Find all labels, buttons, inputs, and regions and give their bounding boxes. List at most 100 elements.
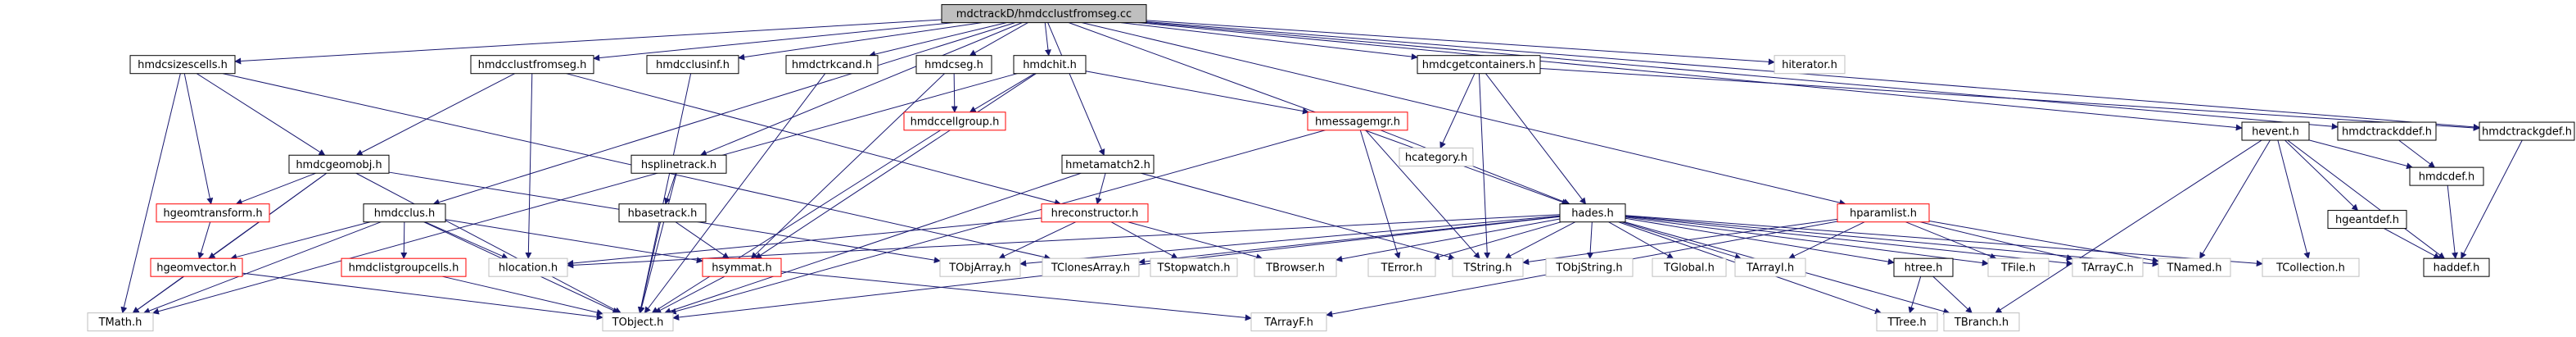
node-box: [2479, 121, 2575, 141]
node-box: [903, 112, 1006, 131]
node-root[interactable]: mdctrackD/hmdcclustfromseg.cc: [941, 4, 1147, 24]
node-hlocation[interactable]: hlocation.h: [488, 257, 568, 277]
node-box: [915, 55, 992, 75]
node-tbranch[interactable]: TBranch.h: [1943, 312, 2020, 332]
node-label: hiterator.h: [1782, 59, 1837, 71]
node-label: hmdctrackgdef.h: [2482, 126, 2572, 139]
node-hmdcsizescells[interactable]: hmdcsizescells.h: [129, 55, 236, 75]
node-hcategory[interactable]: hcategory.h: [1399, 148, 1474, 167]
dependency-edge-hevent-tnamed: [2199, 139, 2271, 259]
node-hsplinetrack[interactable]: hsplinetrack.h: [630, 154, 727, 174]
dependency-edge-hbasetrack-tobject: [638, 221, 662, 314]
node-tarrayc[interactable]: TArrayC.h: [2072, 257, 2144, 277]
node-hmessagemgr[interactable]: hmessagemgr.h: [1307, 112, 1408, 131]
node-hmdchit[interactable]: hmdchit.h: [1013, 55, 1087, 75]
dependency-edge-hades-terror: [1432, 221, 1561, 261]
node-tobject[interactable]: TObject.h: [602, 312, 674, 332]
node-box: [2262, 257, 2360, 277]
node-box: [2072, 257, 2144, 277]
dependency-edge-hades-tarrayi: [1621, 221, 1742, 260]
node-hgeomvector[interactable]: hgeomvector.h: [150, 257, 243, 277]
node-hmdclistgroupcells[interactable]: hmdclistgroupcells.h: [341, 257, 467, 277]
node-tobjstring[interactable]: TObjString.h: [1545, 257, 1634, 277]
node-label: htree.h: [1905, 262, 1943, 275]
node-tcollection[interactable]: TCollection.h: [2262, 257, 2360, 277]
node-label: hmdchit.h: [1023, 59, 1077, 71]
node-hmetamatch2[interactable]: hmetamatch2.h: [1061, 154, 1155, 174]
node-hgeomtransform[interactable]: hgeomtransform.h: [156, 203, 270, 223]
node-tglobal[interactable]: TGlobal.h: [1652, 257, 1727, 277]
node-tclonesarray[interactable]: TClonesArray.h: [1042, 257, 1140, 277]
node-terror[interactable]: TError.h: [1367, 257, 1436, 277]
node-hmdcdef[interactable]: hmdcdef.h: [2409, 166, 2484, 186]
node-label: hmdcclustfromseg.h: [478, 59, 587, 71]
node-label: hcategory.h: [1405, 152, 1467, 164]
node-box: [939, 257, 1021, 277]
node-tarrayi[interactable]: TArrayI.h: [1734, 257, 1806, 277]
node-box: [1545, 257, 1634, 277]
node-tstring[interactable]: TString.h: [1452, 257, 1524, 277]
dependency-edge-hmdctrackgdef-haddef: [2461, 139, 2523, 259]
dependency-edge-hades-htree: [1625, 217, 1895, 266]
node-tfile[interactable]: TFile.h: [1987, 257, 2050, 277]
node-box: [2241, 121, 2310, 141]
node-hevent[interactable]: hevent.h: [2241, 121, 2310, 141]
dependency-edge-root-hmetamatch2: [1047, 22, 1105, 156]
node-hades[interactable]: hades.h: [1559, 203, 1626, 223]
node-hiterator[interactable]: hiterator.h: [1774, 55, 1846, 75]
node-label: TObjString.h: [1555, 262, 1622, 275]
dependency-edge-root-hiterator: [1146, 20, 1775, 66]
node-box: [1943, 312, 2020, 332]
node-hmdcclusinf[interactable]: hmdcclusinf.h: [646, 55, 739, 75]
dependency-edge-hmdctrackddef-hmdcdef: [2398, 139, 2436, 168]
node-hmdcclustfromseg[interactable]: hmdcclustfromseg.h: [470, 55, 594, 75]
dependency-edge-hmdcseg-hmdccellgroup: [951, 73, 958, 113]
dependency-edge-hreconstructor-tbrowser: [1128, 221, 1263, 261]
node-hbasetrack[interactable]: hbasetrack.h: [618, 203, 707, 223]
dependency-edge-hsymmat-tobject: [654, 276, 725, 314]
dependency-edge-hades-tnamed: [1625, 215, 2159, 267]
node-hparamlist[interactable]: hparamlist.h: [1837, 203, 1930, 223]
dependency-edge-hmdchit-hmdccellgroup: [969, 73, 1035, 113]
node-haddef[interactable]: haddef.h: [2423, 257, 2490, 277]
node-label: TArrayI.h: [1746, 262, 1794, 275]
node-label: hmdcdef.h: [2419, 171, 2475, 184]
node-ttree[interactable]: TTree.h: [1876, 312, 1938, 332]
node-label: hsplinetrack.h: [641, 159, 716, 171]
dependency-edge-hmdcseg-hsymmat: [750, 73, 945, 259]
node-tstopwatch[interactable]: TStopwatch.h: [1150, 257, 1238, 277]
dependency-edge-hades-tobjstring: [1587, 221, 1594, 259]
node-tmath[interactable]: TMath.h: [87, 312, 154, 332]
dependency-edge-hmetamatch2-tobject: [664, 172, 1082, 315]
node-tobjarray[interactable]: TObjArray.h: [939, 257, 1021, 277]
node-hreconstructor[interactable]: hreconstructor.h: [1041, 203, 1149, 223]
node-hmdctrackgdef[interactable]: hmdctrackgdef.h: [2479, 121, 2575, 141]
node-label: TNamed.h: [2167, 262, 2222, 275]
node-htree[interactable]: htree.h: [1893, 257, 1954, 277]
node-hgeantdef[interactable]: hgeantdef.h: [2327, 210, 2407, 230]
node-tnamed[interactable]: TNamed.h: [2158, 257, 2231, 277]
dependency-edge-hades-tcollection: [1625, 215, 2263, 267]
dependency-edge-hreconstructor-hlocation: [567, 217, 1042, 266]
node-hmdcseg[interactable]: hmdcseg.h: [915, 55, 992, 75]
dependency-edge-hreconstructor-tstopwatch: [1110, 221, 1178, 259]
dependency-edge-hmessagemgr-hades: [1381, 130, 1570, 205]
node-tbrowser[interactable]: TBrowser.h: [1254, 257, 1337, 277]
node-hmdctrkcand[interactable]: hmdctrkcand.h: [785, 55, 879, 75]
node-hsymmat[interactable]: hsymmat.h: [702, 257, 782, 277]
node-box: [1041, 203, 1149, 223]
node-hmdctrackddef[interactable]: hmdctrackddef.h: [2337, 121, 2437, 141]
node-box: [785, 55, 879, 75]
dependency-edge-hevent-tcollection: [2277, 139, 2311, 259]
node-tarrayf[interactable]: TArrayF.h: [1250, 312, 1327, 332]
node-hmdccellgroup[interactable]: hmdccellgroup.h: [903, 112, 1006, 131]
node-box: [2158, 257, 2231, 277]
node-box: [618, 203, 707, 223]
node-hmdcgeomobj[interactable]: hmdcgeomobj.h: [288, 154, 390, 174]
node-box: [2337, 121, 2437, 141]
node-label: TTree.h: [1887, 317, 1926, 329]
node-label: TObject.h: [612, 317, 664, 329]
dependency-edge-root-hmdcgetcontainers: [1121, 22, 1418, 61]
node-hmdcclus[interactable]: hmdcclus.h: [363, 203, 446, 223]
node-hmdcgetcontainers[interactable]: hmdcgetcontainers.h: [1417, 55, 1541, 75]
